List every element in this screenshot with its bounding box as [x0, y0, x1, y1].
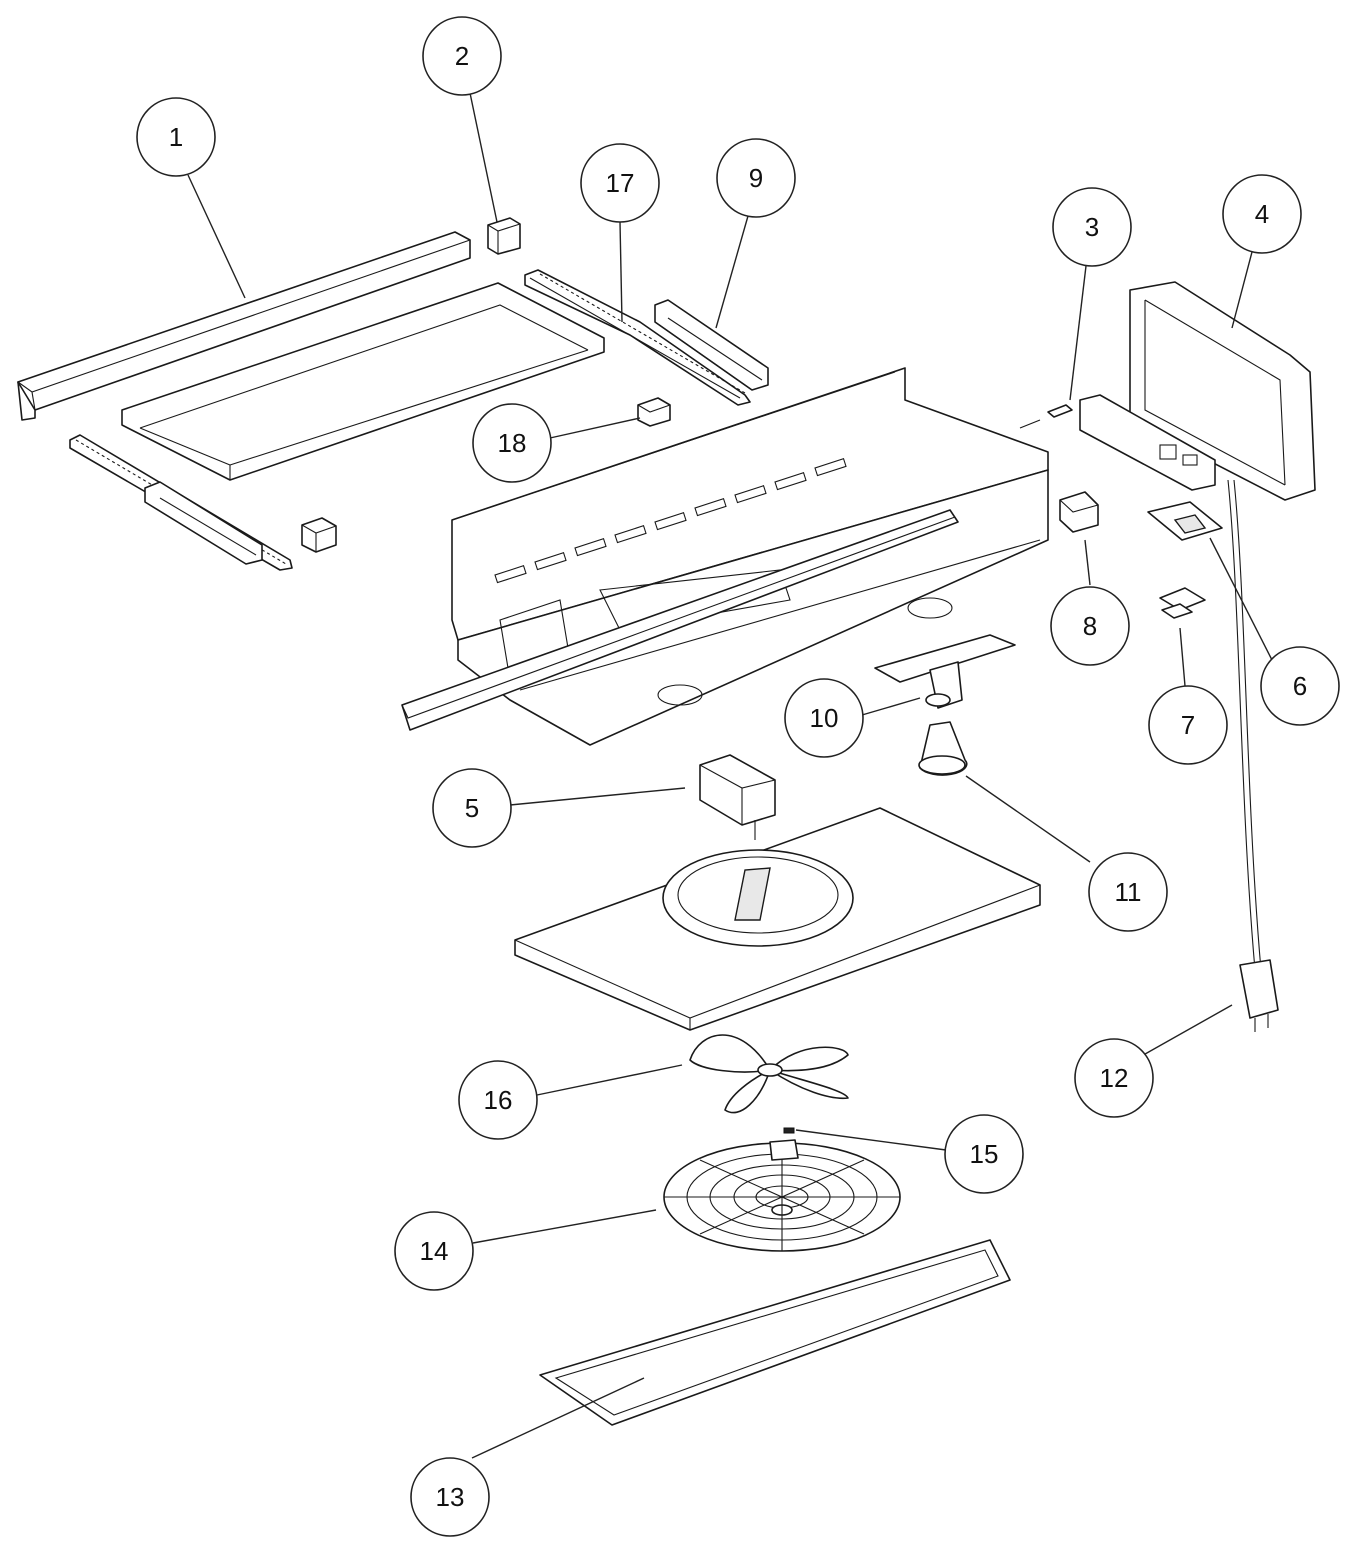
leader-3 — [1069, 265, 1087, 401]
leader-13 — [471, 1377, 645, 1459]
callout-2: 2 — [422, 16, 502, 96]
part-nut-15 — [783, 1127, 795, 1134]
part-filter-panel — [539, 1239, 1011, 1426]
callout-9: 9 — [716, 138, 796, 218]
callout-3: 3 — [1052, 187, 1132, 267]
part-bracket-9 — [654, 299, 769, 391]
callout-5: 5 — [432, 768, 512, 848]
callout-layer: 1 2 3 4 5 6 7 8 — [136, 16, 1340, 1537]
callout-11-label: 11 — [1115, 877, 1142, 907]
part-pin-3 — [1019, 404, 1073, 429]
part-slide-rail-17 — [524, 269, 751, 406]
leader-16 — [536, 1064, 683, 1096]
part-power-cord — [1227, 479, 1262, 971]
callout-17-label: 17 — [606, 168, 635, 198]
callout-9-label: 9 — [749, 163, 763, 193]
leader-12 — [1137, 1004, 1233, 1059]
callout-6-label: 6 — [1293, 671, 1307, 701]
leader-15 — [795, 1129, 947, 1151]
part-switch-6 — [1147, 501, 1223, 541]
callout-14-label: 14 — [420, 1236, 449, 1266]
callout-12: 12 — [1074, 1038, 1154, 1118]
leader-11 — [965, 775, 1091, 863]
part-slide-rail-left — [69, 434, 293, 571]
callout-16-label: 16 — [484, 1085, 513, 1115]
callout-13: 13 — [410, 1457, 490, 1537]
leader-18 — [549, 417, 641, 439]
part-clip-2 — [487, 217, 521, 255]
leader-14 — [472, 1209, 657, 1244]
part-clip-small — [301, 517, 337, 553]
part-lamp-plate — [874, 634, 1016, 709]
callout-10-label: 10 — [810, 703, 839, 733]
leader-10 — [861, 697, 921, 716]
callout-4: 4 — [1222, 174, 1302, 254]
callout-17: 17 — [580, 143, 660, 223]
leader-9 — [715, 215, 749, 329]
leader-lines — [187, 92, 1273, 1459]
callout-18: 18 — [472, 403, 552, 483]
part-fan-guard — [663, 1139, 901, 1252]
part-switch-7 — [1159, 587, 1206, 619]
part-clip-18 — [637, 397, 671, 427]
callout-16: 16 — [458, 1060, 538, 1140]
callout-15: 15 — [944, 1114, 1024, 1194]
callout-14: 14 — [394, 1211, 474, 1291]
callout-18-label: 18 — [498, 428, 527, 458]
callout-2-label: 2 — [455, 41, 469, 71]
leader-8 — [1084, 539, 1091, 586]
part-plug-12 — [1239, 959, 1279, 1032]
leader-4 — [1231, 251, 1253, 329]
part-front-rail — [17, 231, 471, 421]
part-rear-frame — [121, 282, 605, 481]
leader-1 — [187, 174, 246, 299]
part-lamp-11 — [918, 721, 968, 776]
callout-13-label: 13 — [436, 1482, 465, 1512]
leader-6 — [1209, 537, 1273, 661]
callout-6: 6 — [1260, 646, 1340, 726]
callout-8: 8 — [1050, 586, 1130, 666]
part-connector-8 — [1059, 491, 1099, 533]
part-motor-5 — [699, 754, 776, 840]
leader-17 — [619, 221, 623, 323]
callout-4-label: 4 — [1255, 199, 1269, 229]
leader-5 — [509, 787, 686, 806]
callout-3-label: 3 — [1085, 212, 1099, 242]
part-fan-blades — [689, 1034, 849, 1114]
leader-7 — [1179, 627, 1186, 687]
callout-7: 7 — [1148, 685, 1228, 765]
part-main-housing — [401, 367, 1049, 746]
callout-1-label: 1 — [169, 122, 183, 152]
callout-5-label: 5 — [465, 793, 479, 823]
callout-8-label: 8 — [1083, 611, 1097, 641]
leader-2 — [469, 92, 498, 223]
part-control-box — [1079, 281, 1316, 501]
part-fan-plate — [514, 807, 1041, 1031]
callout-10: 10 — [784, 678, 864, 758]
parts-layer — [17, 217, 1316, 1426]
callout-15-label: 15 — [970, 1139, 999, 1169]
callout-1: 1 — [136, 97, 216, 177]
callout-7-label: 7 — [1181, 710, 1195, 740]
callout-11: 11 — [1088, 852, 1168, 932]
callout-12-label: 12 — [1100, 1063, 1129, 1093]
